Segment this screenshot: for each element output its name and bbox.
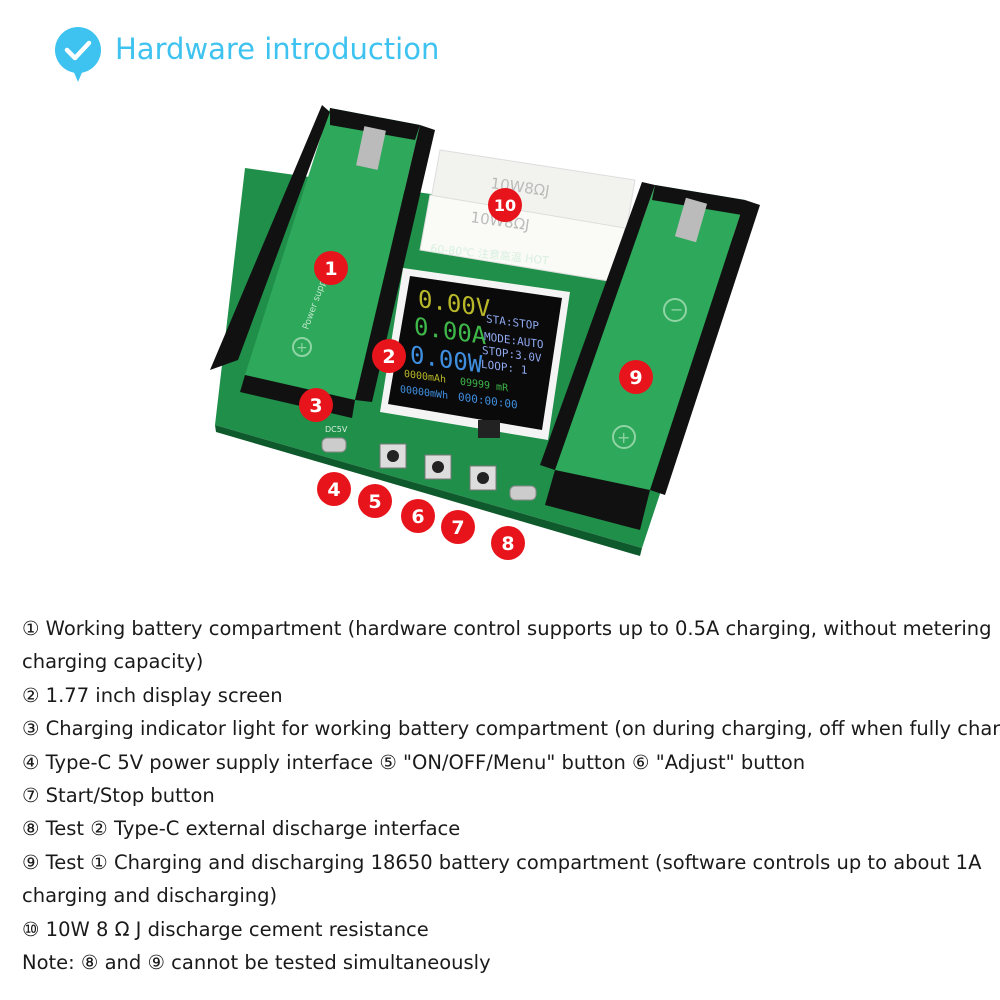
check-speech-bubble-icon	[55, 27, 101, 82]
svg-text:3: 3	[309, 395, 322, 417]
usb-c-power-port	[321, 437, 347, 453]
svg-text:+: +	[617, 428, 630, 447]
callout-6: 6	[401, 499, 435, 533]
description-line: ② 1.77 inch display screen	[22, 683, 283, 707]
callouts: 1 2 3 4 5 6 7 8 9 10	[299, 188, 653, 560]
callout-9: 9	[619, 360, 653, 394]
callout-3: 3	[299, 388, 333, 422]
svg-text:7: 7	[451, 517, 464, 539]
callout-10: 10	[488, 188, 522, 222]
buttons	[379, 443, 497, 491]
description-line: ⑦ Start/Stop button	[22, 784, 215, 808]
right-battery-holder: + −	[540, 182, 760, 530]
description-line: charging and discharging)	[22, 884, 278, 908]
usb-c-discharge-port	[509, 485, 537, 501]
description-line: ③ Charging indicator light for working b…	[22, 717, 1000, 741]
svg-text:5: 5	[368, 491, 381, 513]
description-line: ⑨ Test ① Charging and discharging 18650 …	[22, 850, 982, 874]
description-line: ④ Type-C 5V power supply interface ⑤ "ON…	[22, 750, 806, 774]
callout-7: 7	[441, 510, 475, 544]
description-list: ① Working battery compartment (hardware …	[22, 612, 1000, 979]
svg-text:+: +	[296, 340, 308, 356]
description-line: ① Working battery compartment (hardware …	[22, 617, 992, 640]
svg-text:DC5V: DC5V	[325, 425, 348, 434]
svg-text:6: 6	[411, 506, 424, 528]
description-line: Note: ⑧ and ⑨ cannot be tested simultane…	[22, 951, 491, 975]
callout-4: 4	[317, 472, 351, 506]
svg-text:10: 10	[494, 196, 516, 215]
callout-2: 2	[372, 339, 406, 373]
svg-text:4: 4	[327, 479, 340, 501]
callout-1: 1	[314, 251, 348, 285]
product-photo: + Power supply 10W8ΩJ 10W8ΩJ 60-80℃ 注意高温…	[210, 105, 760, 560]
display-screen: 0.00V 0.00A 0.00W STA:STOP MODE:AUTO STO…	[380, 268, 570, 440]
description-line: charging capacity)	[22, 650, 204, 674]
svg-text:1: 1	[324, 258, 337, 280]
svg-text:2: 2	[382, 346, 395, 368]
svg-text:9: 9	[629, 367, 642, 389]
callout-5: 5	[358, 484, 392, 518]
page-title: Hardware introduction	[115, 32, 440, 66]
svg-text:−: −	[670, 300, 683, 319]
description-line: ⑩ 10W 8 Ω J discharge cement resistance	[22, 917, 429, 941]
description-line: ⑧ Test ② Type-C external discharge inter…	[22, 817, 461, 841]
callout-8: 8	[491, 526, 525, 560]
svg-text:8: 8	[501, 533, 514, 555]
